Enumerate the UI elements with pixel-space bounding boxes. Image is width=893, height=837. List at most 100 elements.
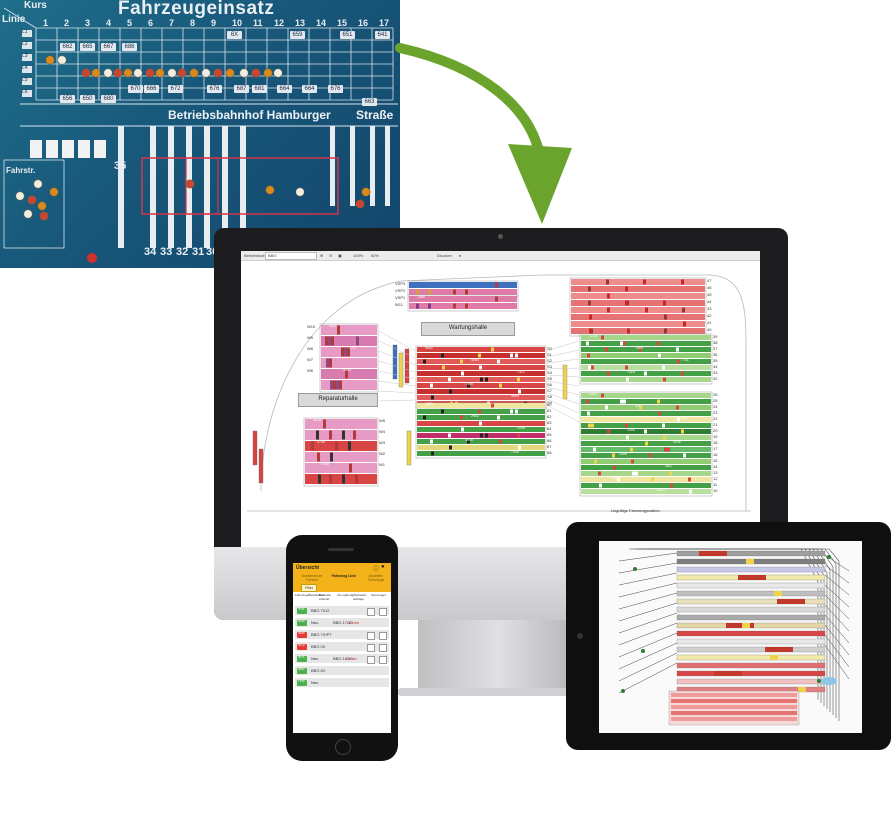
- tablet-vehicle-marker: [738, 575, 766, 580]
- tablet-switch-line: [824, 634, 850, 668]
- tablet-track-row: [676, 670, 826, 677]
- fault-icon[interactable]: [379, 655, 387, 664]
- fault-icon[interactable]: [379, 631, 387, 640]
- board-vehicle-card: 676: [207, 85, 222, 93]
- vehicle-number[interactable]: 1613: [657, 488, 665, 492]
- yard-track-row: [581, 489, 711, 494]
- zoom-in-button[interactable]: ⊕: [320, 253, 324, 258]
- vehicle-number[interactable]: 1095: [517, 426, 525, 430]
- vehicle-number[interactable]: 7717: [349, 346, 357, 350]
- vehicle-number[interactable]: 2902: [471, 414, 479, 418]
- yard-vehicle-marker: [518, 389, 521, 394]
- vehicle-number[interactable]: 4909: [511, 394, 519, 398]
- vehicle-number[interactable]: 4908: [321, 462, 329, 466]
- vehicle-number[interactable]: 4949: [465, 438, 473, 442]
- depot-select[interactable]: BBG: [265, 252, 317, 260]
- vehicle-number[interactable]: 1117: [635, 404, 643, 408]
- vehicle-number[interactable]: 7325: [627, 370, 635, 374]
- yard-vehicle-marker: [613, 465, 616, 470]
- vehicle-number[interactable]: 1095: [619, 452, 627, 456]
- tablet-vehicle-marker: [699, 551, 727, 556]
- vehicle-number[interactable]: 1728: [589, 334, 597, 338]
- phone-tab[interactable]: Fahrzeug Linie: [331, 574, 357, 578]
- vehicle-number[interactable]: 7886: [417, 295, 425, 299]
- track-label: W4: [379, 429, 385, 434]
- print-button[interactable]: Drucken: [437, 253, 452, 258]
- yard-track-row: [581, 335, 711, 340]
- monitor-stand: [418, 620, 578, 692]
- phone-column-header: Bereitste Ankunft: [319, 593, 331, 601]
- workshop-icon[interactable]: [367, 643, 375, 652]
- fault-icon[interactable]: [379, 643, 387, 652]
- board-pin-icon: [87, 253, 97, 263]
- board-column-number: 17: [379, 18, 390, 28]
- tablet-track-row: [676, 566, 826, 573]
- vehicle-number[interactable]: 4952: [425, 346, 433, 350]
- hall-reparatur[interactable]: Reparaturhalle: [298, 393, 378, 407]
- phone-tab[interactable]: Abstellen Fahrzeuge: [367, 574, 385, 582]
- vehicle-number[interactable]: 7309: [465, 382, 473, 386]
- vehicle-number[interactable]: 4941: [329, 324, 337, 328]
- vehicle-number[interactable]: 7959: [635, 346, 643, 350]
- board-magnet-icon: [177, 68, 187, 78]
- yard-switch-line: [546, 386, 580, 396]
- tablet-pond: [821, 677, 837, 685]
- vehicle-number[interactable]: 7312: [517, 370, 525, 374]
- filter-button[interactable]: Filter: [301, 584, 317, 592]
- workshop-icon[interactable]: [367, 655, 375, 664]
- vehicle-number[interactable]: 1106: [673, 440, 681, 444]
- fit-button[interactable]: ▣: [338, 253, 342, 258]
- hall-wartung[interactable]: Wartungshalle: [421, 322, 515, 336]
- yard-vehicle-marker: [662, 365, 665, 370]
- phone-home-button[interactable]: [335, 739, 351, 755]
- track-label: 12: [713, 476, 718, 481]
- vehicle-number[interactable]: 6809: [681, 416, 689, 420]
- workshop-icon[interactable]: [367, 631, 375, 640]
- yard-vehicle-marker: [664, 314, 667, 320]
- yard-vehicle-marker: [626, 377, 629, 382]
- tablet-vehicle-marker: [742, 623, 750, 628]
- board-vertical-track: [385, 126, 390, 206]
- yard-vehicle-marker: [682, 307, 685, 313]
- tablet-switch-line: [824, 574, 850, 596]
- vehicle-number[interactable]: 2903: [589, 392, 597, 396]
- zoom-out-button[interactable]: ⊖: [329, 253, 333, 258]
- vehicle-number[interactable]: 4928: [313, 418, 321, 422]
- track-label: 68: [547, 450, 552, 455]
- vehicle-number[interactable]: 4955: [471, 358, 479, 362]
- yard-vehicle-marker: [453, 289, 456, 295]
- yard-switch-line: [546, 404, 580, 423]
- vehicle-number[interactable]: 1254: [627, 428, 635, 432]
- track-label: 26: [713, 392, 718, 397]
- toolbar-field-label: Betriebshof:: [244, 253, 266, 258]
- fault-icon[interactable]: [379, 607, 387, 616]
- workshop-icon[interactable]: [367, 607, 375, 616]
- vehicle-number[interactable]: 4929: [425, 402, 433, 406]
- user-icon[interactable]: ●: [381, 564, 385, 570]
- vehicle-number[interactable]: 7344: [511, 450, 519, 454]
- yard-vehicle-marker: [625, 423, 628, 428]
- vehicle-number[interactable]: 1627: [665, 464, 673, 468]
- phone-tab[interactable]: Ausstehende Fahrten: [301, 574, 323, 582]
- vehicle-number[interactable]: 4736: [317, 440, 325, 444]
- vehicle-number[interactable]: 7731: [681, 358, 689, 362]
- yard-vehicle-marker: [607, 429, 610, 434]
- board-paper-note: [94, 140, 106, 158]
- vehicle-number[interactable]: 4943: [343, 368, 351, 372]
- yard-track-row: [409, 289, 517, 295]
- yard-block-frame: [579, 333, 713, 385]
- vehicle-number[interactable]: 1263: [611, 476, 619, 480]
- refresh-icon[interactable]: ●: [459, 253, 462, 258]
- board-magnet-icon: [273, 68, 283, 78]
- info-icon[interactable]: ⓘ: [373, 567, 380, 573]
- vehicle-row-delay: 20 min: [347, 620, 360, 625]
- tablet-switch-line: [618, 622, 678, 646]
- zoom-level-2[interactable]: 50%: [371, 253, 380, 258]
